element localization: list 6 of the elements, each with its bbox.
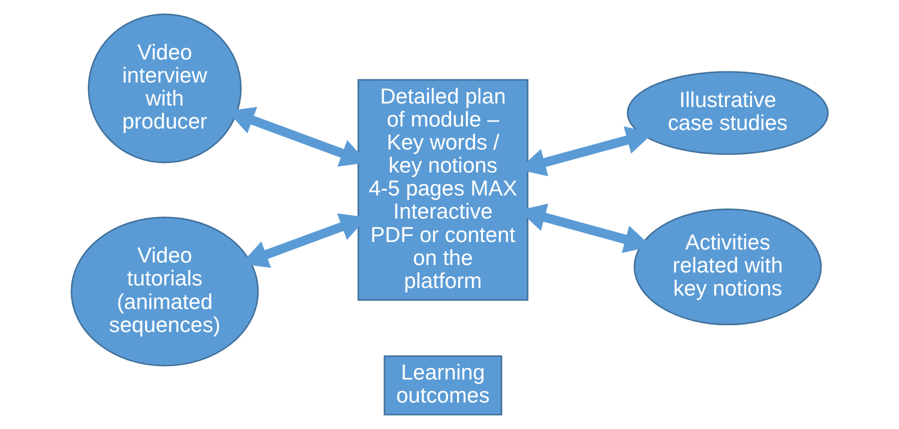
- node-ellipse: Illustrative case studies: [626, 71, 829, 155]
- node-box: Detailed plan of module – Key words / key notions 4-5 pages MAX Interactive PDF or content on the platform: [358, 79, 528, 301]
- node-circle: Video interview with producer: [88, 13, 242, 164]
- node-ellipse: Activities related with key notions: [634, 208, 822, 326]
- node-ellipse: Video tutorials (animated sequences): [70, 216, 259, 366]
- node-box: Learning outcomes: [384, 355, 502, 416]
